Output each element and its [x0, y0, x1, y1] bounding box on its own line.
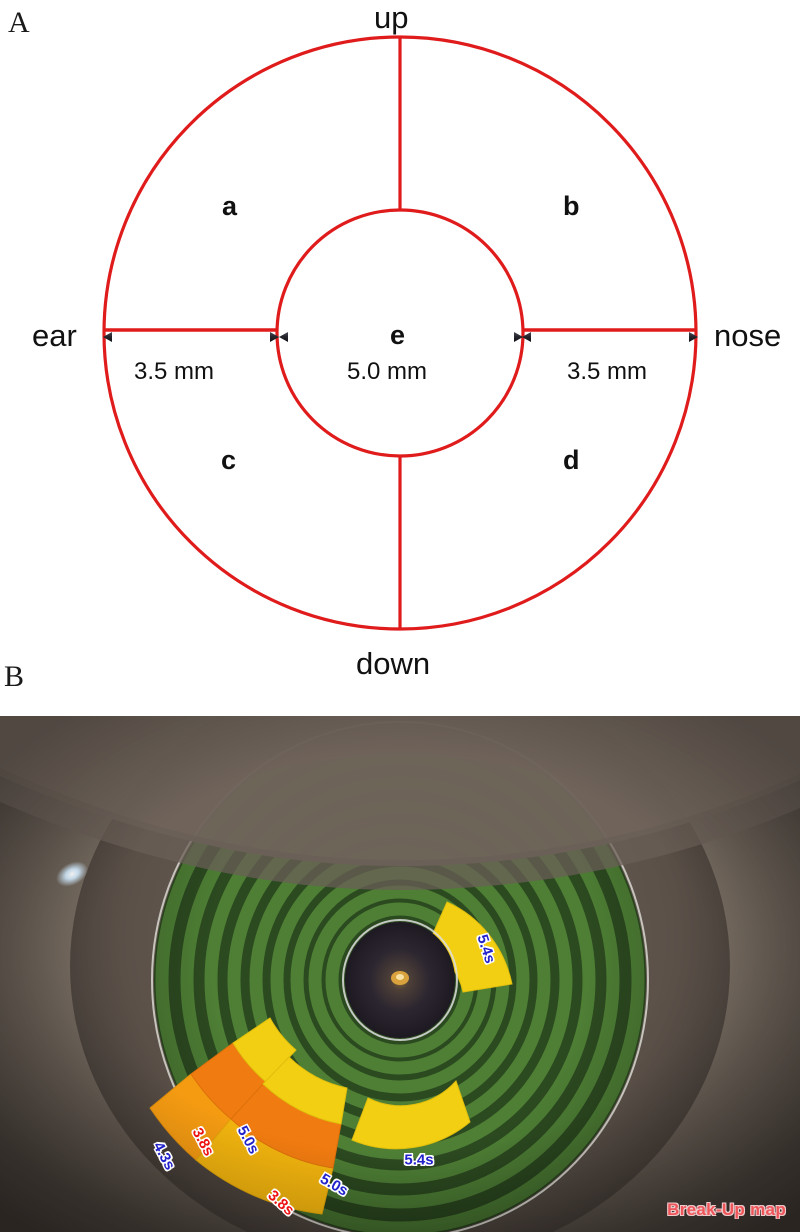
panel-a-diagram	[102, 35, 698, 631]
panel-a: A	[8, 0, 782, 681]
zone-label-c: c	[221, 445, 237, 475]
image-vignette	[0, 716, 800, 1232]
panel-b-breakup-map	[0, 716, 800, 1232]
zone-label-b: b	[563, 191, 580, 221]
direction-label-down: down	[356, 646, 431, 681]
direction-label-up: up	[374, 0, 409, 35]
breakup-time-label-patch-bottom-center: 5.4s	[404, 1151, 434, 1169]
direction-label-nose: nose	[714, 318, 782, 353]
panel-a-letter: A	[8, 6, 30, 39]
zone-label-d: d	[563, 445, 580, 475]
zone-label-a: a	[222, 191, 238, 221]
break-up-map-watermark: Break-Up map	[667, 1200, 786, 1219]
dimension-label-right: 3.5 mm	[567, 358, 648, 385]
direction-label-ear: ear	[32, 318, 77, 353]
dimension-label-left: 3.5 mm	[134, 358, 215, 385]
zone-label-e: e	[390, 320, 406, 350]
dimension-label-center: 5.0 mm	[347, 358, 428, 385]
panel-b-letter: B	[4, 660, 25, 693]
